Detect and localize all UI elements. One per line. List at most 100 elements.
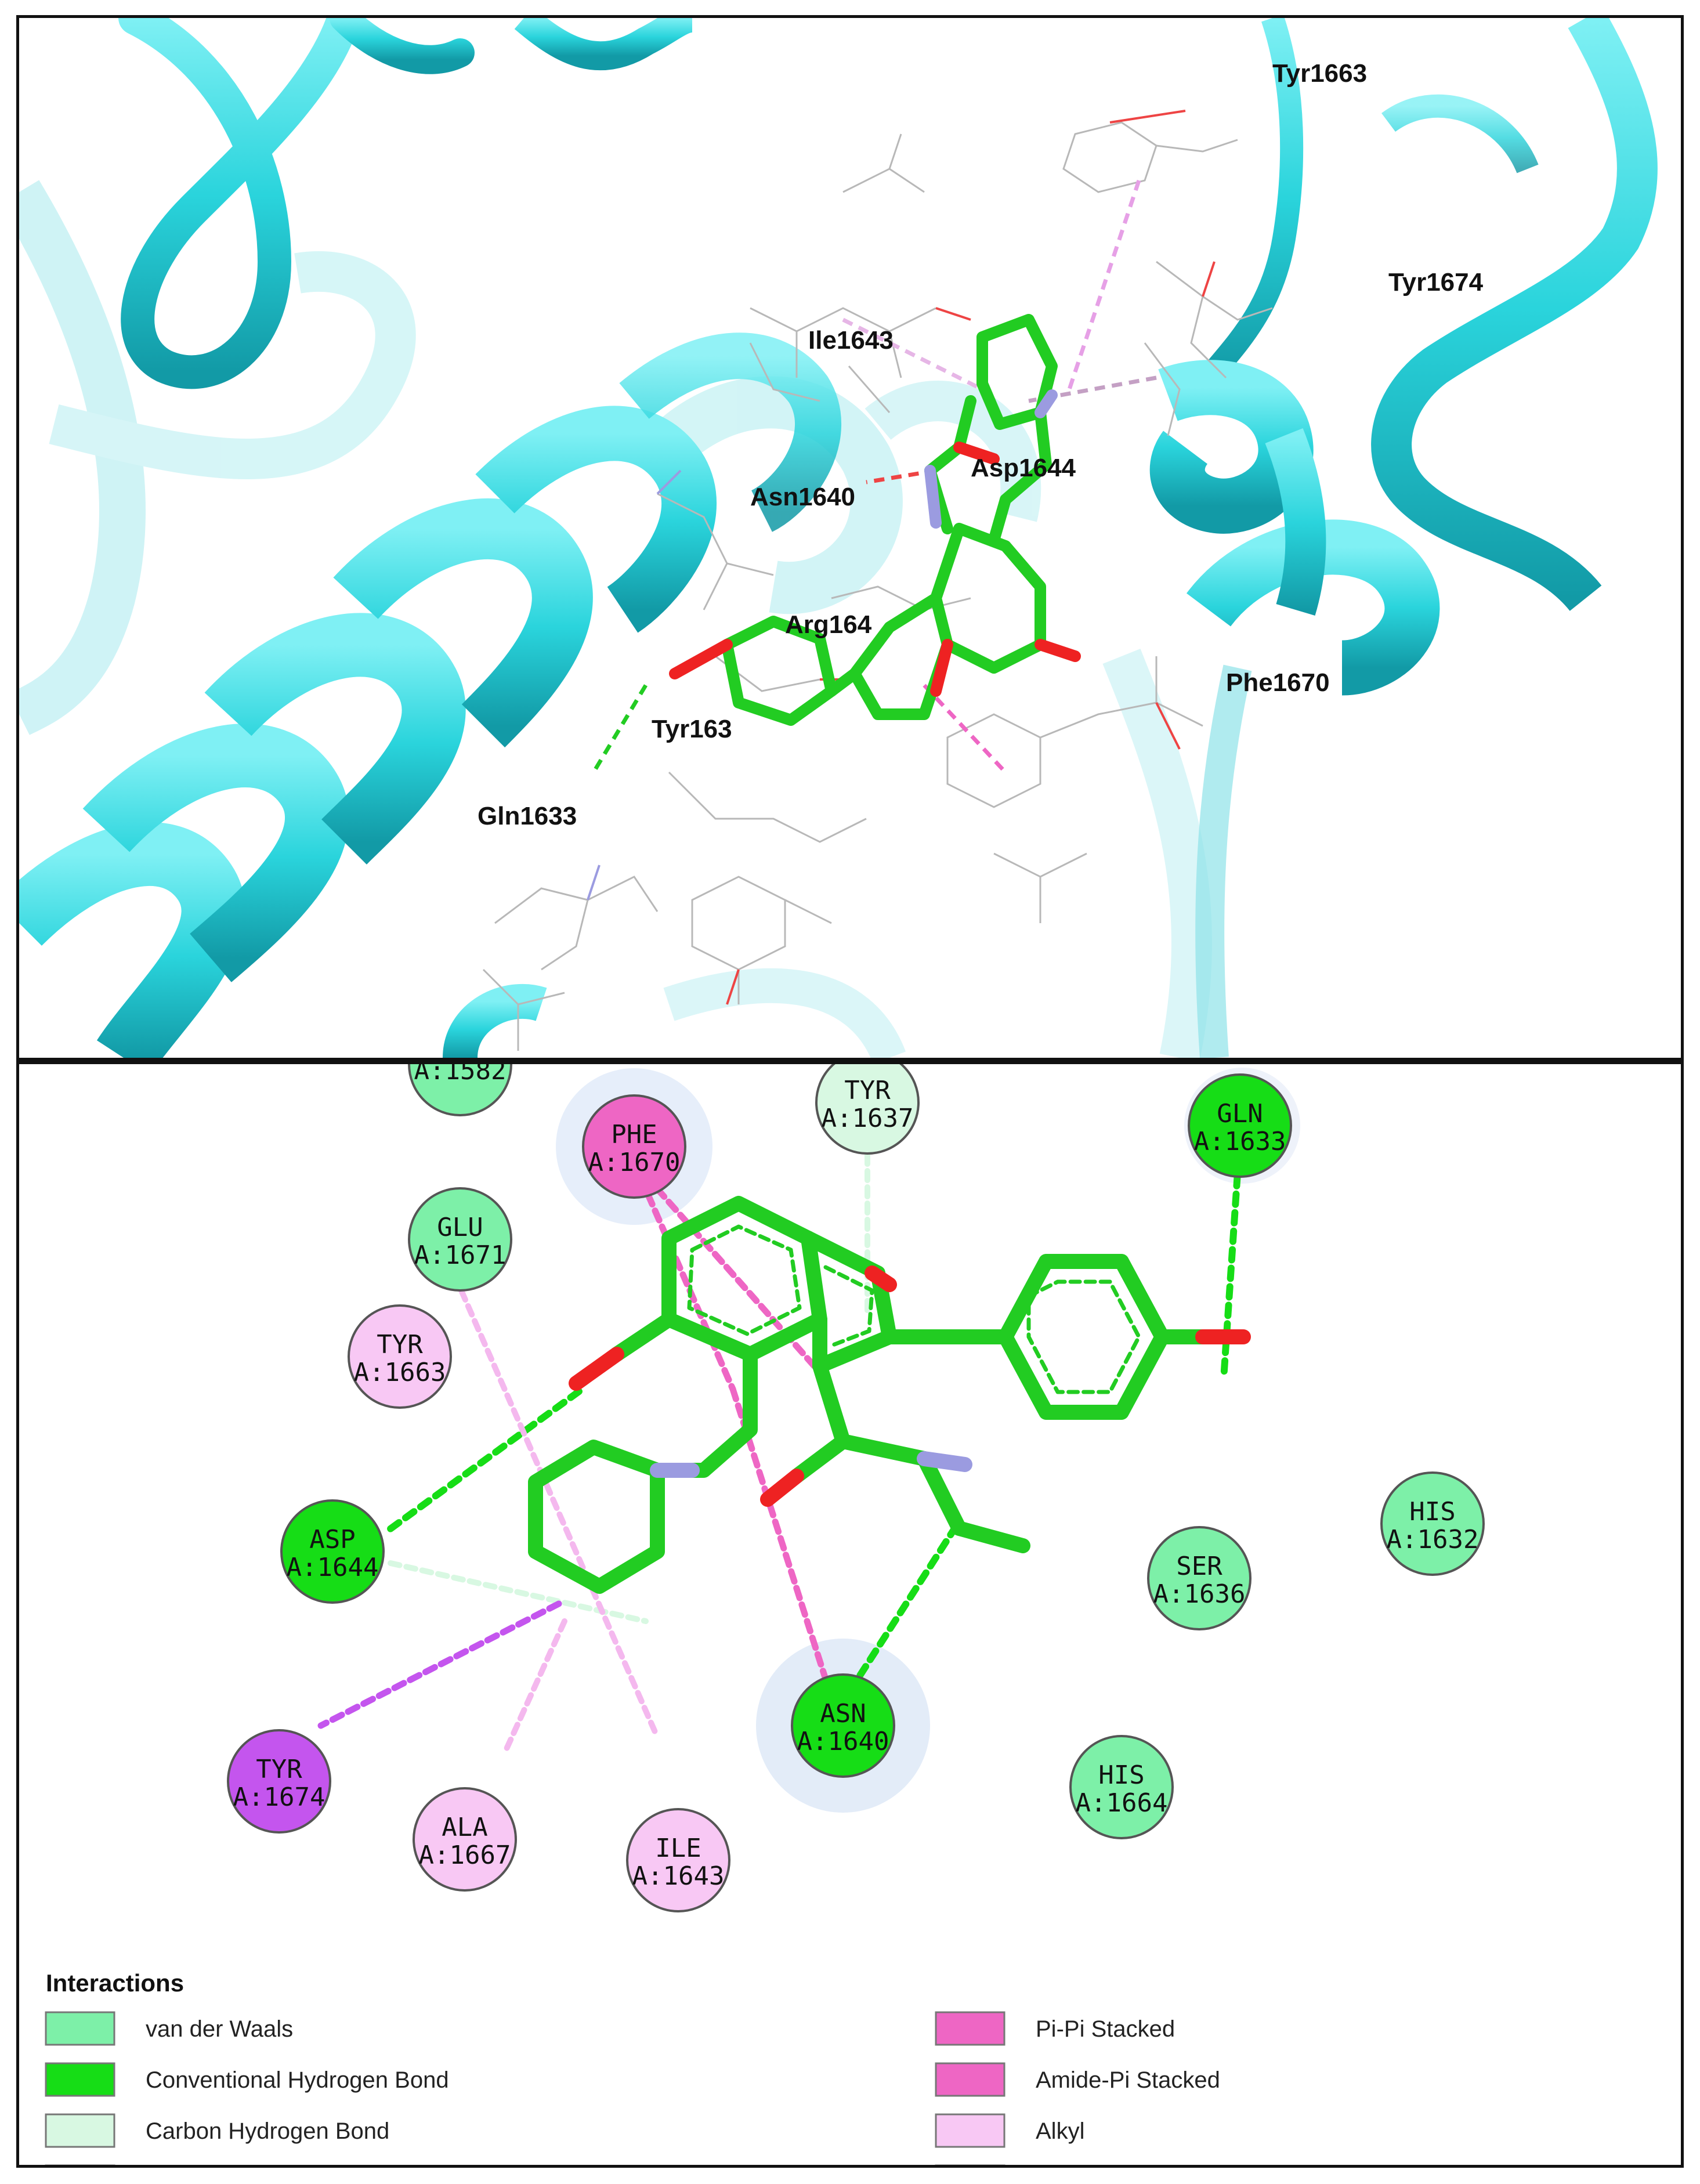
residue-name: HIS	[1409, 1497, 1455, 1527]
residue-name: ILE	[655, 1834, 701, 1863]
residue-number: A:1663	[354, 1358, 446, 1387]
label-ile1643: Ile1643	[808, 326, 894, 355]
label-tyr163x: Tyr163	[652, 715, 732, 743]
residue-labels-3d: Tyr1663 Tyr1674 Ile1643 Asn1640 Asp1644 …	[478, 59, 1484, 830]
residue-number: A:1637	[822, 1104, 914, 1133]
residue-name: TYR	[377, 1330, 423, 1359]
legend-title: Interactions	[46, 1969, 184, 1997]
protein-ribbons	[19, 18, 1658, 1058]
legend-item: Alkyl	[935, 2113, 1084, 2148]
residue-name: PHE	[611, 1120, 657, 1149]
residue-name: ASP	[309, 1525, 355, 1554]
residue-disc	[408, 1064, 512, 1116]
residue-name: GLN	[1217, 1099, 1263, 1129]
label-tyr1674: Tyr1674	[1388, 268, 1484, 296]
legend-item: Amide-Pi Stacked	[935, 2062, 1220, 2097]
legend-item: Carbon Hydrogen Bond	[45, 2113, 389, 2148]
residue-a1582: A:1582	[408, 1064, 512, 1116]
legend-label: Pi-Pi Stacked	[1036, 2016, 1175, 2042]
hbond-asp1644	[381, 1388, 583, 1536]
legend-swatch	[45, 2062, 115, 2097]
residue-number: A:1667	[419, 1841, 511, 1870]
residue-number: A:1664	[1076, 1788, 1168, 1818]
legend-item: Pi-Pi Stacked	[935, 2011, 1175, 2046]
residue-name: TYR	[256, 1755, 302, 1784]
residue-disc	[413, 1787, 517, 1892]
residue-name: GLU	[437, 1213, 483, 1242]
residue-disc	[582, 1094, 686, 1199]
legend-label: van der Waals	[146, 2016, 293, 2042]
residue-disc	[1380, 1471, 1485, 1576]
label-gln1633: Gln1633	[478, 802, 577, 830]
legend-swatch	[935, 2062, 1005, 2097]
residue-disc	[1147, 1526, 1252, 1630]
alkyl-tyr1663-ile1643	[446, 1259, 660, 1740]
residue-number: A:1636	[1153, 1579, 1246, 1609]
residue-disc	[348, 1304, 452, 1409]
label-tyr1663: Tyr1663	[1272, 59, 1367, 88]
residue-number: A:1643	[632, 1861, 725, 1891]
residue-name: HIS	[1098, 1760, 1144, 1790]
residue-number: A:1671	[414, 1241, 507, 1270]
residue-number: A:1632	[1387, 1525, 1479, 1554]
legend-swatch	[935, 2113, 1005, 2148]
residue-disc	[1069, 1735, 1174, 1839]
alkyl-ala1667	[504, 1618, 567, 1752]
legend-label: Alkyl	[1036, 2118, 1084, 2144]
legend-swatch	[45, 2113, 115, 2148]
residue-number: A:1674	[233, 1782, 325, 1812]
label-arg164x: Arg164	[785, 610, 872, 639]
legend-label: Amide-Pi Stacked	[1036, 2067, 1220, 2093]
residue-number: A:1640	[797, 1727, 889, 1756]
chb-asp1644	[388, 1560, 649, 1624]
legend-item: Conventional Hydrogen Bond	[45, 2062, 449, 2097]
label-asn1640: Asn1640	[750, 483, 855, 511]
residue-name: TYR	[844, 1076, 891, 1105]
legend-label: Conventional Hydrogen Bond	[146, 2067, 449, 2093]
panel-3d-binding-pose: Tyr1663 Tyr1674 Ile1643 Asn1640 Asp1644 …	[16, 15, 1684, 1061]
hbond-asn1640	[854, 1523, 960, 1683]
label-phe1670: Phe1670	[1226, 668, 1330, 697]
pisigma-tyr1674	[317, 1600, 562, 1729]
residue-disc	[626, 1808, 730, 1912]
legend-swatch	[45, 2011, 115, 2046]
pipi-phe1670-b	[631, 1159, 736, 1393]
residue-disc	[227, 1729, 331, 1834]
legend-swatch	[935, 2011, 1005, 2046]
residue-disc	[791, 1673, 895, 1778]
residue-disc	[408, 1187, 512, 1292]
residue-disc	[1188, 1073, 1292, 1178]
residue-disc	[815, 1064, 920, 1155]
residue-number: A:1582	[414, 1064, 507, 1086]
residue-name: SER	[1176, 1552, 1222, 1581]
ligand-2d	[528, 1196, 1251, 1594]
label-asp1644: Asp1644	[971, 454, 1076, 482]
residue-disc	[280, 1499, 385, 1604]
residue-number: A:1644	[287, 1553, 379, 1582]
residue-name: ALA	[442, 1813, 487, 1842]
residue-name: ASN	[820, 1699, 866, 1729]
panel-3d-svg: Tyr1663 Tyr1674 Ile1643 Asn1640 Asp1644 …	[19, 18, 1658, 1058]
legend-item: van der Waals	[45, 2011, 293, 2046]
residue-wireframes	[482, 121, 1273, 1051]
alpha-helix-main	[19, 332, 842, 1058]
ligand-3d	[669, 314, 1081, 726]
residue-number: A:1633	[1194, 1127, 1286, 1156]
residue-number: A:1670	[588, 1148, 681, 1177]
